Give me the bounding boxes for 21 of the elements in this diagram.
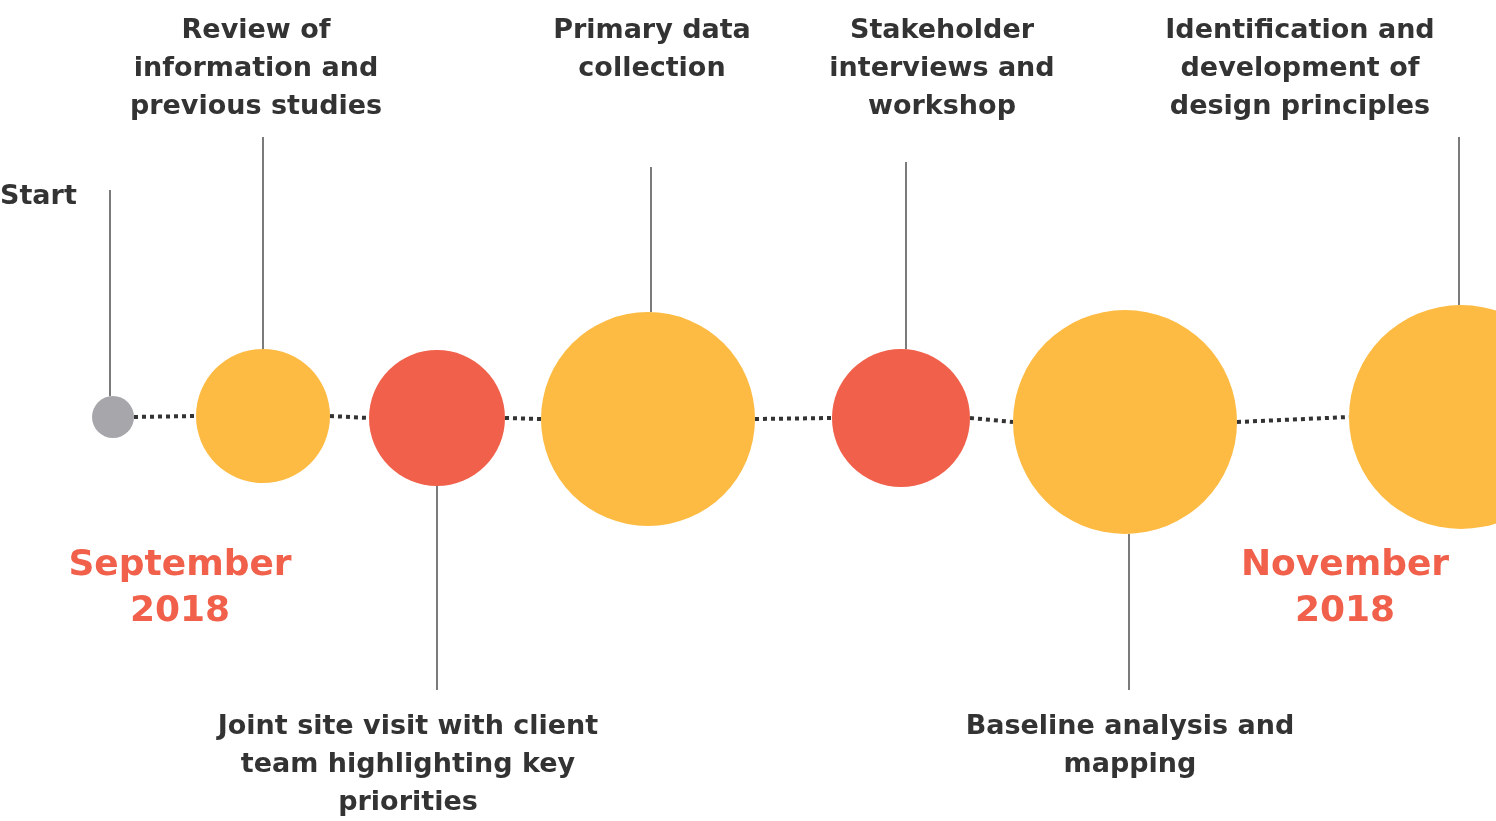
leader-line	[1458, 136, 1460, 306]
milestone-label: Start	[0, 176, 92, 214]
milestone-label: Baseline analysis and mapping	[950, 706, 1310, 782]
milestone-circle	[92, 396, 134, 438]
leader-line	[650, 166, 652, 313]
milestone-label: Identification and development of design principles	[1150, 10, 1450, 124]
milestone-label: Stakeholder interviews and workshop	[802, 10, 1082, 124]
leader-line	[1128, 533, 1130, 691]
date-label: November 2018	[1239, 541, 1451, 631]
dotted-connector	[969, 416, 1014, 424]
leader-line	[436, 485, 438, 691]
milestone-label: Joint site visit with client team highlighting key priorities	[208, 706, 608, 820]
leader-line	[109, 189, 111, 397]
dotted-connector	[754, 416, 833, 421]
date-label: September 2018	[67, 541, 293, 631]
dotted-connector	[133, 414, 197, 419]
leader-line	[262, 136, 264, 350]
milestone-label: Review of information and previous studies	[116, 10, 396, 124]
milestone-label: Primary data collection	[532, 10, 772, 86]
dotted-connector	[504, 416, 542, 421]
leader-line	[905, 161, 907, 350]
